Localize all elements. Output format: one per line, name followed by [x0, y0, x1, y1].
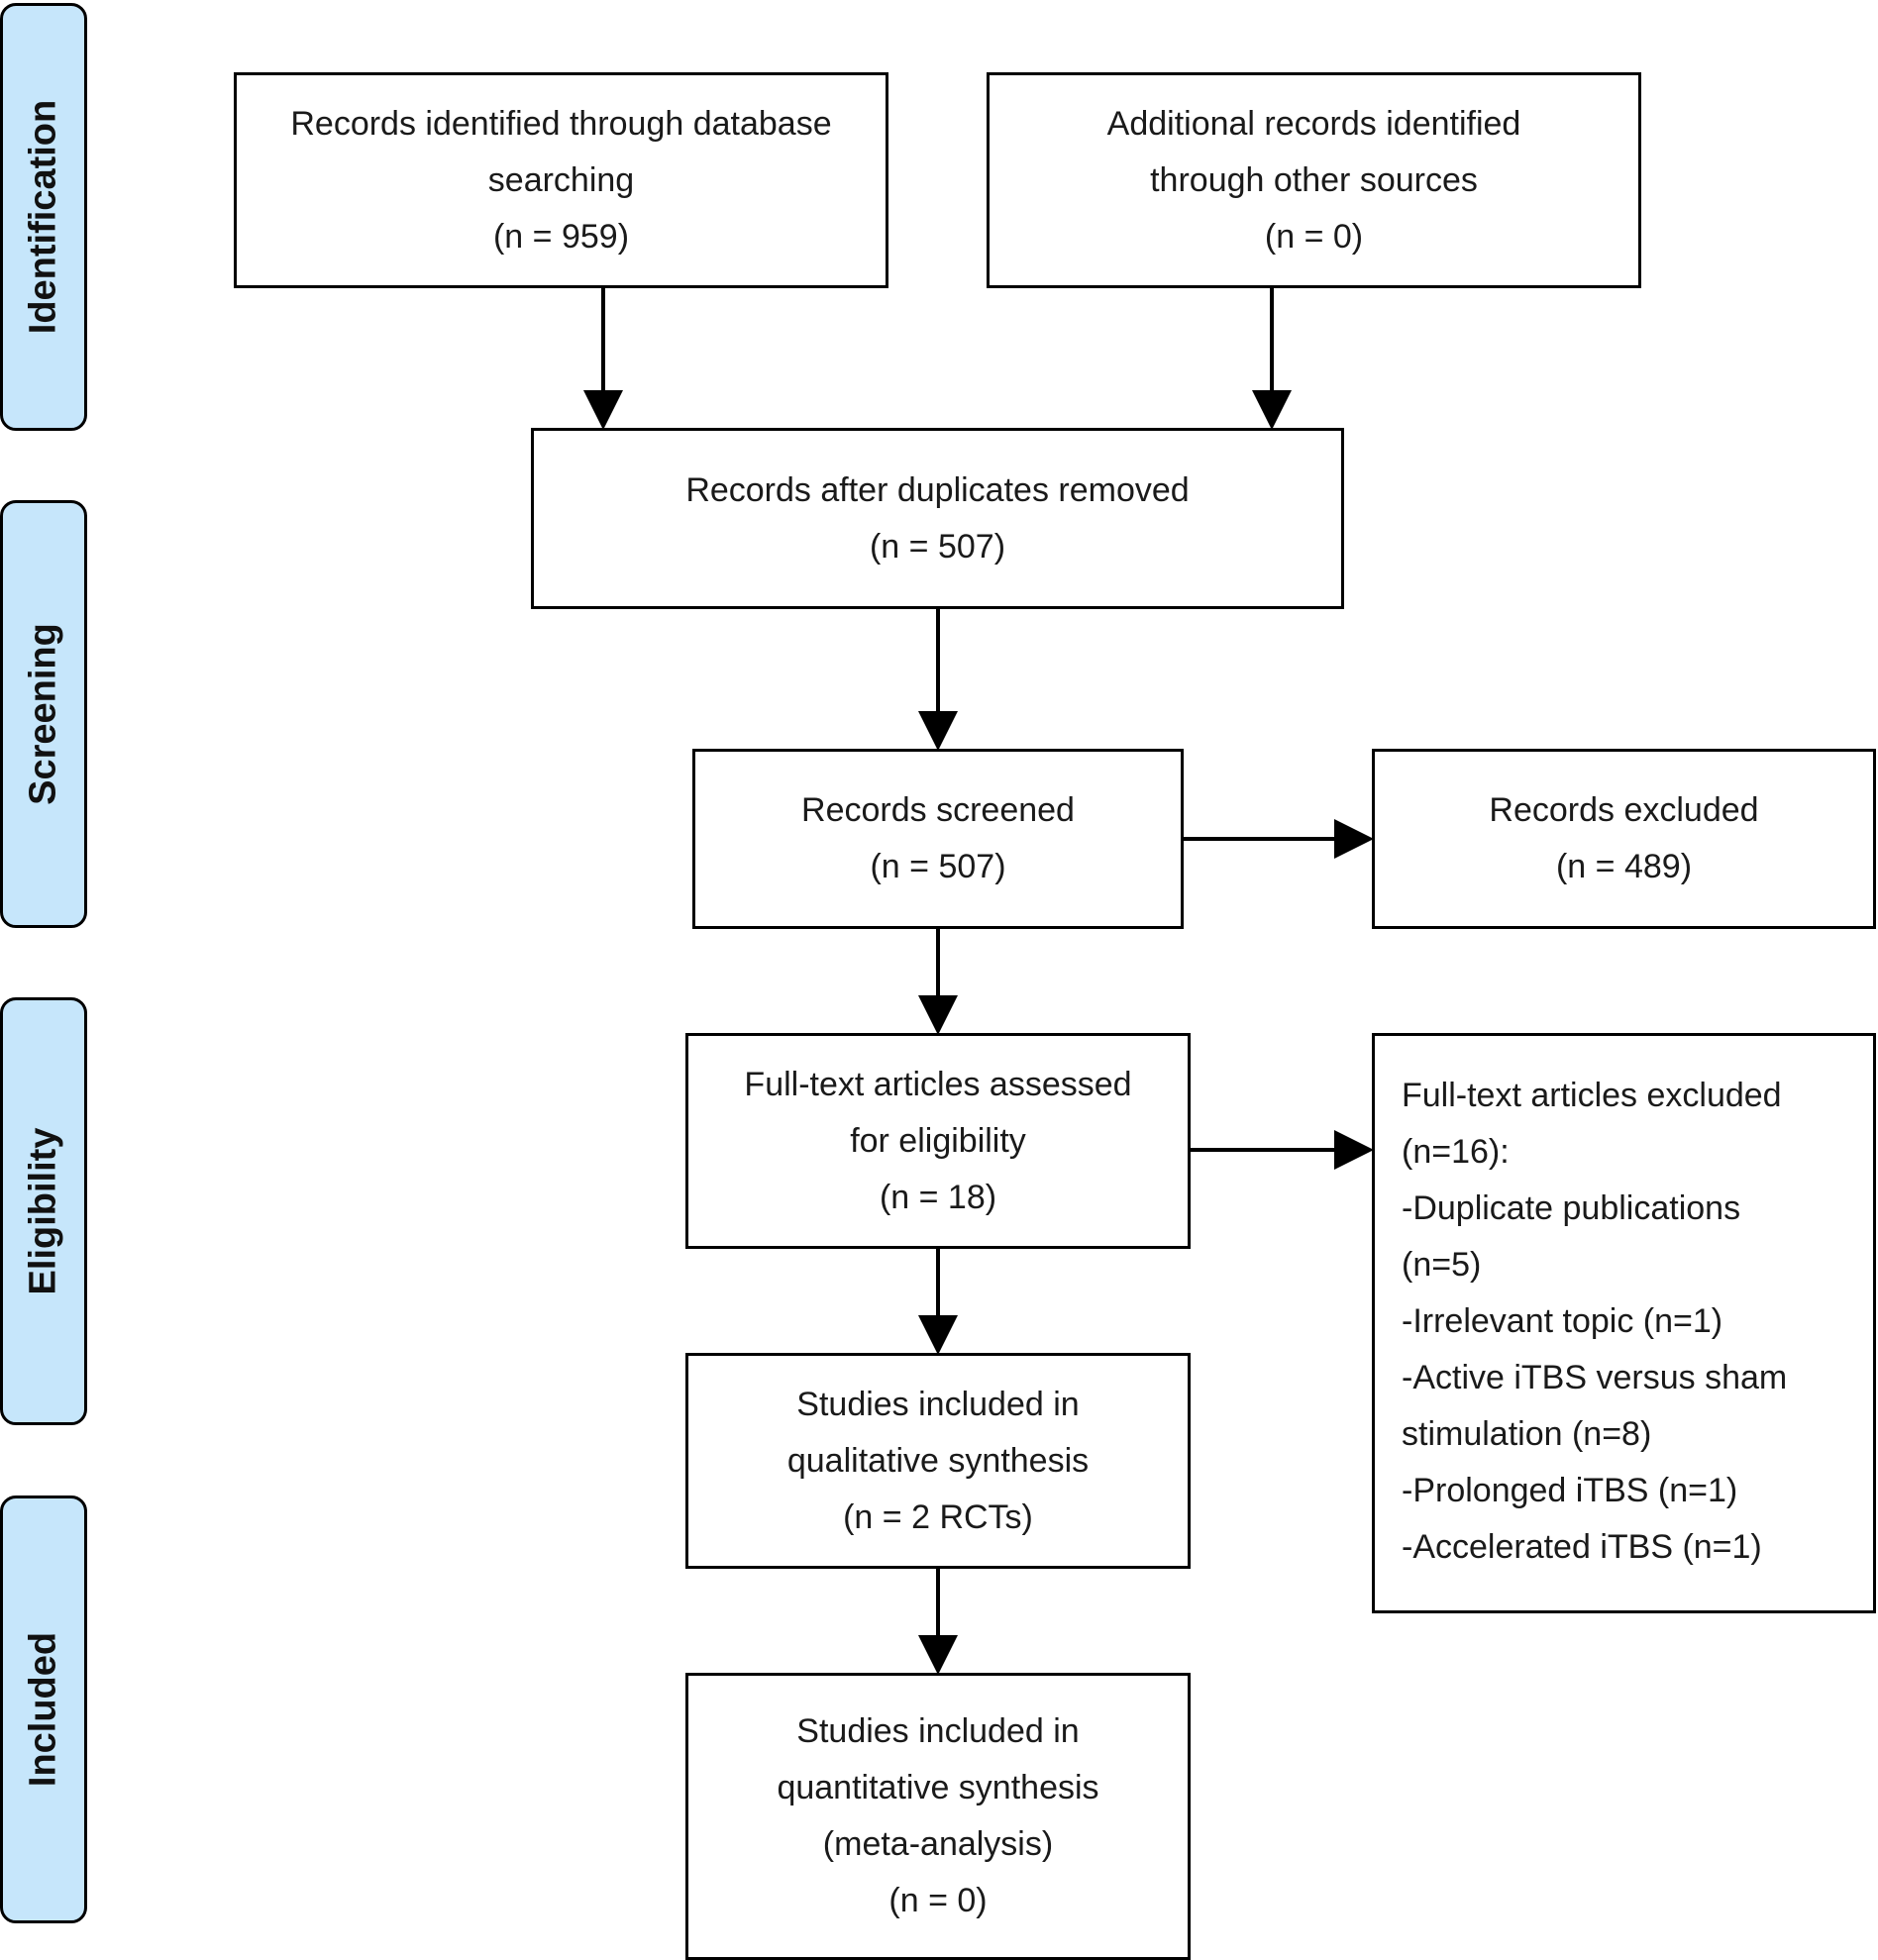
box-text-line: (n = 507) [870, 848, 1006, 885]
duplicates-removed-box: Records after duplicates removed (n = 50… [531, 428, 1344, 609]
box-text-line: (n = 0) [888, 1882, 988, 1919]
box-text-line: (n=16): [1402, 1133, 1510, 1171]
box-text-line: (n = 0) [1264, 217, 1364, 256]
box-text-line: through other sources [1150, 160, 1478, 199]
stage-identification: Identification [0, 3, 87, 431]
box-text-line: Studies included in [796, 1712, 1080, 1750]
box-text-line: qualitative synthesis [786, 1441, 1090, 1480]
qualitative-synthesis-box: Studies included in qualitative synthesi… [685, 1353, 1191, 1569]
box-text-line: (n = 18) [879, 1178, 997, 1216]
box-text-line: -Prolonged iTBS (n=1) [1402, 1472, 1738, 1509]
box-text-line: (n=5) [1402, 1246, 1482, 1284]
box-text-line: (n = 959) [492, 217, 630, 256]
box-text-line: -Active iTBS versus sham [1402, 1359, 1788, 1396]
box-text-line: Full-text articles assessed [744, 1065, 1132, 1103]
box-text-line: for eligibility [850, 1121, 1026, 1160]
box-text-line: (n = 2 RCTs) [843, 1497, 1033, 1536]
fulltext-assessed-box: Full-text articles assessed for eligibil… [685, 1033, 1191, 1249]
box-text-line: searching [487, 160, 635, 199]
records-screened-box: Records screened (n = 507) [692, 749, 1184, 929]
box-text-line: Additional records identified [1106, 104, 1521, 143]
database-records-box: Records identified through database sear… [234, 72, 888, 288]
box-text-line: (n = 507) [869, 527, 1006, 566]
stage-screening: Screening [0, 500, 87, 928]
box-text-line: Records after duplicates removed [685, 470, 1190, 509]
box-text-line: quantitative synthesis [777, 1769, 1099, 1806]
box-text-line: (n = 489) [1555, 848, 1693, 885]
box-text-line: -Irrelevant topic (n=1) [1402, 1302, 1723, 1340]
box-text-line: Records screened [801, 791, 1075, 829]
box-text-line: -Accelerated iTBS (n=1) [1402, 1528, 1762, 1566]
fulltext-excluded-box: Full-text articles excluded (n=16): -Dup… [1372, 1033, 1876, 1613]
stage-included: Included [0, 1496, 87, 1923]
other-sources-box: Additional records identified through ot… [987, 72, 1641, 288]
quantitative-synthesis-box: Studies included in quantitative synthes… [685, 1673, 1191, 1960]
records-excluded-box: Records excluded (n = 489) [1372, 749, 1876, 929]
stage-eligibility: Eligibility [0, 997, 87, 1425]
box-text-line: stimulation (n=8) [1402, 1415, 1652, 1453]
box-text-line: Studies included in [796, 1385, 1080, 1423]
box-text-line: Records identified through database [290, 104, 832, 143]
box-text-line: Full-text articles excluded [1402, 1077, 1782, 1114]
box-text-line: (meta-analysis) [822, 1825, 1054, 1863]
box-text-line: Records excluded [1489, 791, 1759, 829]
box-text-line: -Duplicate publications [1402, 1189, 1741, 1227]
